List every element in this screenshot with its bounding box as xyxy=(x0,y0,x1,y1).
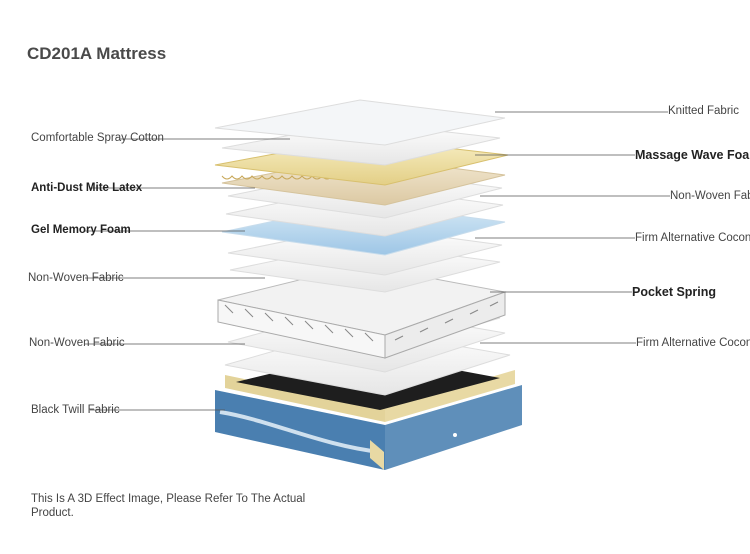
label-firm-alternative-coconut-1: Firm Alternative Coconut xyxy=(635,232,750,244)
label-pocket-spring: Pocket Spring xyxy=(632,285,717,299)
base-frame xyxy=(215,352,522,470)
label-non-woven-fabric-right: Non-Woven Fabric xyxy=(670,190,750,202)
disclaimer-note: This Is A 3D Effect Image, Please Refer … xyxy=(31,493,306,519)
label-black-twill-fabric: Black Twill Fabric xyxy=(31,404,120,416)
label-gel-memory-foam: Gel Memory Foam xyxy=(31,224,131,236)
label-firm-alternative-coconut-2: Firm Alternative Coconut xyxy=(636,337,750,349)
label-comfortable-spray-cotton: Comfortable Spray Cotton xyxy=(31,132,164,144)
pocket-spring-layer xyxy=(217,264,507,359)
page-title: CD201A Mattress xyxy=(27,44,167,63)
label-anti-dust-mite-latex: Anti-Dust Mite Latex xyxy=(31,182,143,194)
label-non-woven-fabric-left-1: Non-Woven Fabric xyxy=(28,272,124,284)
comfort-layers xyxy=(214,99,509,293)
label-non-woven-fabric-left-2: Non-Woven Fabric xyxy=(29,337,125,349)
label-knitted-fabric: Knitted Fabric xyxy=(668,105,739,117)
leader-lines xyxy=(85,111,670,411)
label-massage-wave-foam: Massage Wave Foam xyxy=(635,148,750,162)
